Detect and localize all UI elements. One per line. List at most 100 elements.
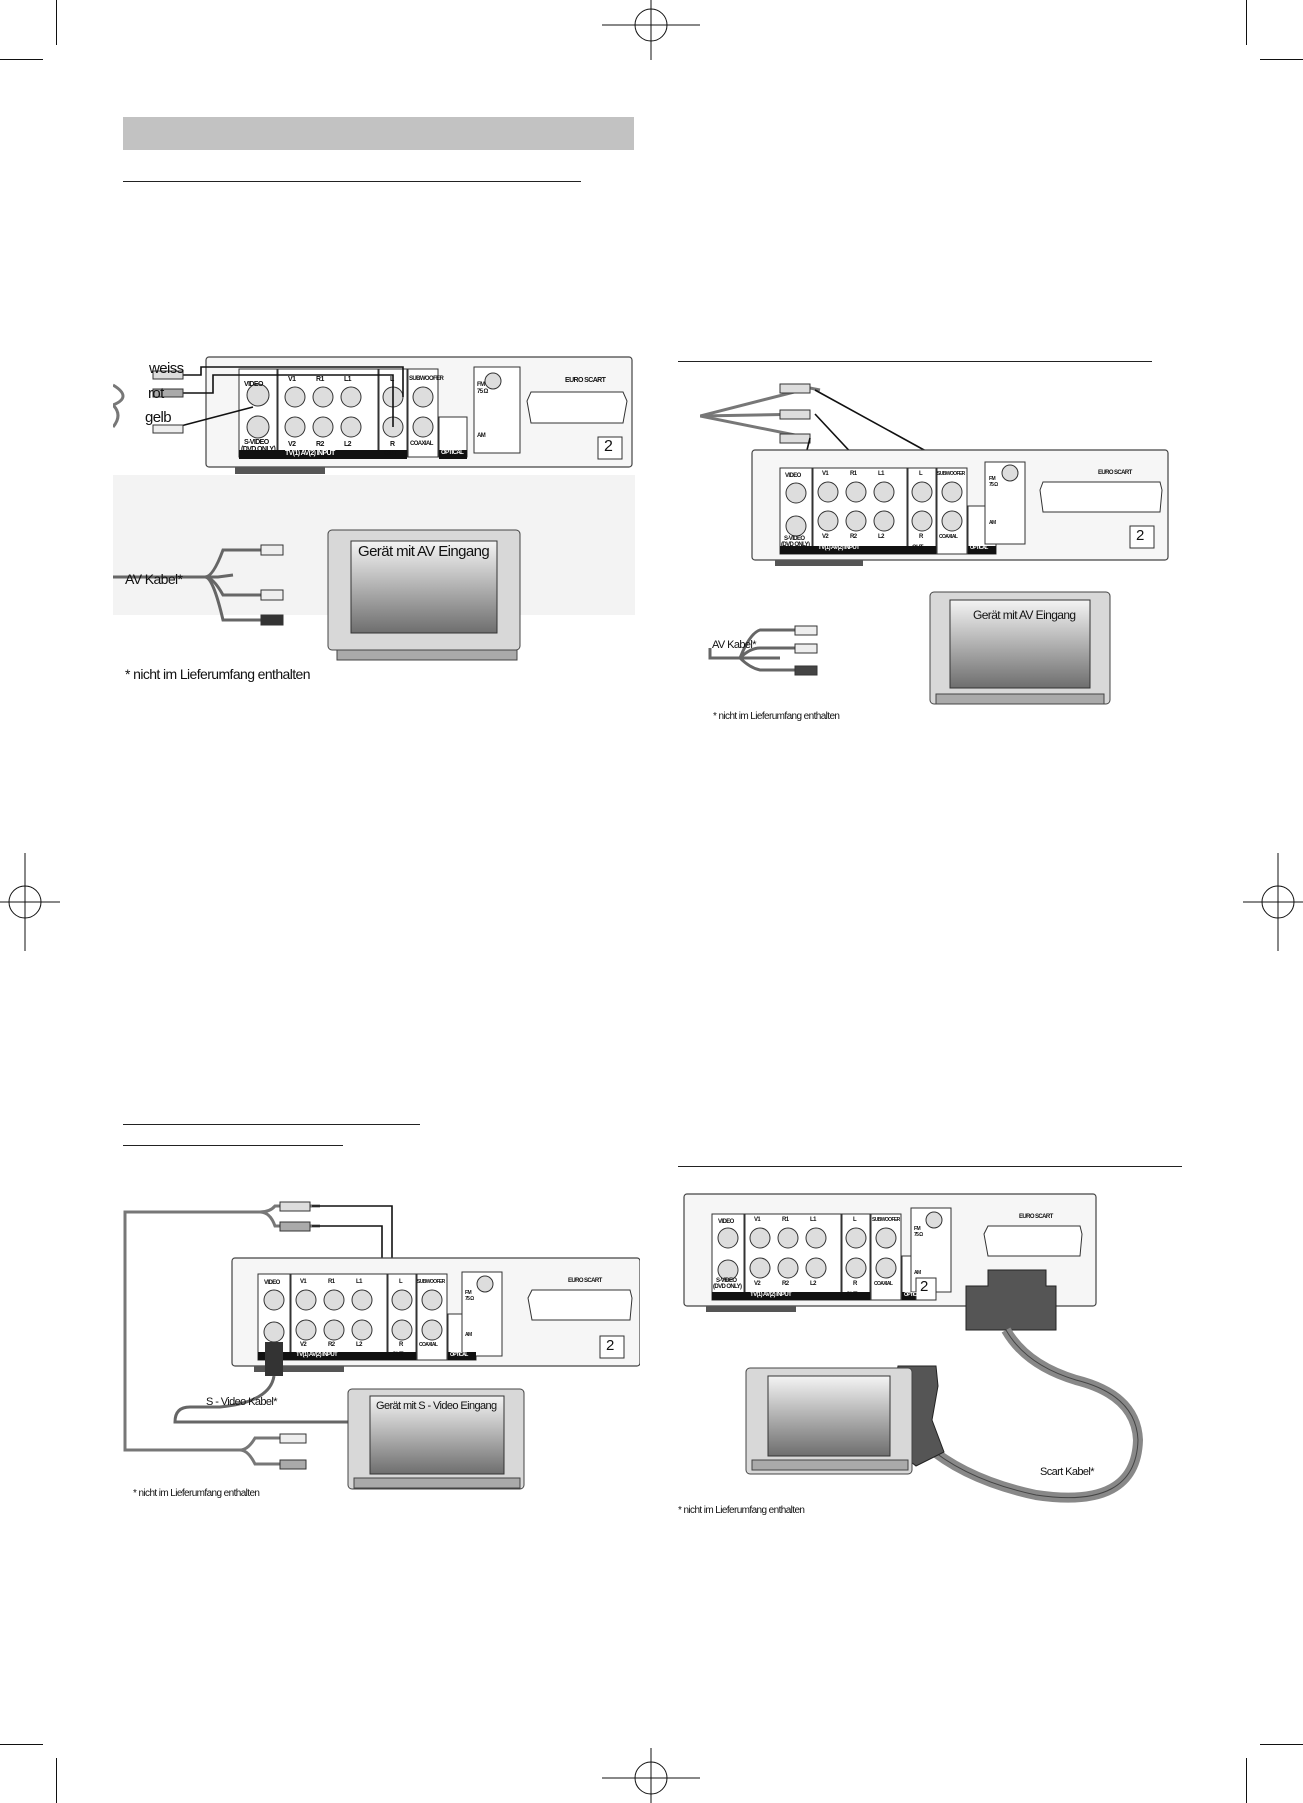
panel-label-svideo: S-VIDEO xyxy=(244,439,269,446)
panel-label-coaxial: COAXIAL xyxy=(419,1342,438,1348)
panel-label-am: AM xyxy=(477,433,486,439)
section-rule-2 xyxy=(678,361,1152,362)
panel-label-ohm: 75 Ω xyxy=(477,389,488,395)
panel-label-euro-scart: EURO SCART xyxy=(565,377,606,384)
panel-label-r1: R1 xyxy=(850,471,857,477)
panel-label-input: TV(1) AV(2) INPUT xyxy=(750,1292,792,1298)
panel-label-out: OUT xyxy=(384,450,398,457)
registration-mark-right xyxy=(1243,853,1303,951)
section-rule-3b xyxy=(123,1145,343,1146)
panel-label-out: OUT xyxy=(392,1352,403,1358)
panel-label-l: L xyxy=(919,471,923,477)
panel-label-r: R xyxy=(853,1281,857,1287)
panel-label-svideo-note: (DVD ONLY) xyxy=(713,1284,742,1290)
panel-label-l: L xyxy=(853,1217,857,1223)
crop-mark-bottom-right-v xyxy=(1246,1758,1247,1803)
panel-label-fm: FM xyxy=(477,382,485,388)
av-cable-label: AV Kabel* xyxy=(125,571,183,587)
region-code-icon: 2 xyxy=(604,438,613,455)
diagram-scart-connection: Scart Kabel* * nicht im Lieferumfang ent… xyxy=(676,1190,1196,1525)
panel-label-svideo: S-VIDEO xyxy=(784,536,805,542)
panel-label-input: TV(1) AV(2) INPUT xyxy=(296,1352,338,1358)
panel-label-subwoofer: SUBWOOFER xyxy=(409,376,444,382)
panel-label-v1: V1 xyxy=(822,471,829,477)
diagram-av-connection-1: weiss rot gelb AV Kabel* Gerät mit AV Ei… xyxy=(110,345,635,685)
panel-label-l: L xyxy=(390,376,394,383)
crop-mark-top-left-h xyxy=(0,59,43,60)
panel-label-l1: L1 xyxy=(878,471,884,477)
panel-label-subwoofer: SUBWOOFER xyxy=(417,1279,445,1285)
panel-label-input: TV(1) AV(2) INPUT xyxy=(285,450,335,457)
panel-label-r: R xyxy=(390,441,395,448)
registration-mark-left xyxy=(0,853,60,951)
diagram-av-connection-2: AV Kabel* Gerät mit AV Eingang * nicht i… xyxy=(699,378,1170,728)
panel-label-euro-scart: EURO SCART xyxy=(568,1278,602,1284)
panel-label-input: TV(1) AV(2) INPUT xyxy=(818,545,860,551)
panel-label-l: L xyxy=(399,1279,403,1285)
registration-mark-top xyxy=(602,0,700,60)
panel-label-am: AM xyxy=(465,1332,472,1338)
panel-label-video: VIDEO xyxy=(264,1280,280,1286)
panel-label-ohm: 75 Ω xyxy=(914,1232,923,1238)
cable-color-label-yellow: gelb xyxy=(145,409,172,426)
panel-label-v2: V2 xyxy=(754,1281,761,1287)
diagram-1-graphics xyxy=(110,356,635,661)
section-header-bar xyxy=(123,117,634,150)
section-rule-1 xyxy=(123,181,581,182)
region-code-icon: 2 xyxy=(1136,527,1144,544)
panel-label-r1: R1 xyxy=(316,376,324,383)
panel-label-v2: V2 xyxy=(822,534,829,540)
panel-label-l2: L2 xyxy=(810,1281,816,1287)
panel-label-fm: FM xyxy=(989,476,996,482)
panel-label-coaxial: COAXIAL xyxy=(874,1281,893,1287)
panel-label-am: AM xyxy=(914,1270,921,1276)
crop-mark-top-right-v xyxy=(1246,0,1247,45)
panel-label-r1: R1 xyxy=(782,1217,789,1223)
svideo-cable-label: S - Video Kabel* xyxy=(206,1396,278,1408)
panel-label-r2: R2 xyxy=(328,1342,335,1348)
region-code-icon: 2 xyxy=(606,1337,614,1354)
section-rule-3a xyxy=(123,1124,420,1125)
panel-label-l2: L2 xyxy=(878,534,884,540)
panel-label-l2: L2 xyxy=(344,441,352,448)
panel-label-v1: V1 xyxy=(288,376,296,383)
panel-label-v1: V1 xyxy=(754,1217,761,1223)
panel-label-r: R xyxy=(919,534,923,540)
panel-label-am: AM xyxy=(989,520,996,526)
cable-color-label-white: weiss xyxy=(149,360,184,377)
panel-label-l1: L1 xyxy=(356,1279,362,1285)
crop-mark-top-left-v xyxy=(56,0,57,45)
footnote: * nicht im Lieferumfang enthalten xyxy=(133,1488,260,1499)
panel-label-v2: V2 xyxy=(288,441,296,448)
panel-label-fm: FM xyxy=(465,1290,472,1296)
diagram-svideo-connection: S - Video Kabel* Gerät mit S - Video Ein… xyxy=(120,1192,641,1507)
panel-label-optical: OPTICAL xyxy=(450,1352,468,1358)
panel-label-optical: OPTICAL xyxy=(441,450,464,456)
panel-label-video: VIDEO xyxy=(785,473,801,479)
diagram-2-graphics xyxy=(699,383,1169,705)
panel-label-euro-scart: EURO SCART xyxy=(1019,1214,1053,1220)
panel-label-ohm: 75 Ω xyxy=(989,482,998,488)
panel-label-r2: R2 xyxy=(782,1281,789,1287)
panel-label-v1: V1 xyxy=(300,1279,307,1285)
region-code-icon: 2 xyxy=(920,1278,928,1295)
panel-label-l2: L2 xyxy=(356,1342,362,1348)
panel-label-r2: R2 xyxy=(850,534,857,540)
panel-label-subwoofer: SUBWOOFER xyxy=(937,471,965,477)
crop-mark-top-right-h xyxy=(1260,59,1303,60)
cable-color-label-red: rot xyxy=(148,385,164,402)
panel-label-svideo-note: (DVD ONLY) xyxy=(781,542,810,548)
panel-label-euro-scart: EURO SCART xyxy=(1098,470,1132,476)
panel-label-coaxial: COAXIAL xyxy=(939,534,958,540)
panel-label-l1: L1 xyxy=(810,1217,816,1223)
footnote: * nicht im Lieferumfang enthalten xyxy=(678,1505,805,1516)
crop-mark-bottom-right-h xyxy=(1260,1744,1303,1745)
panel-label-subwoofer: SUBWOOFER xyxy=(872,1217,900,1223)
tv-screen-label: Gerät mit AV Eingang xyxy=(358,543,490,560)
panel-label-video: VIDEO xyxy=(244,381,263,388)
tv-screen-label: Gerät mit AV Eingang xyxy=(973,608,1076,622)
tv-screen-label: Gerät mit S - Video Eingang xyxy=(376,1400,497,1412)
diagram-3-graphics xyxy=(123,1201,641,1490)
panel-label-optical: OPTICAL xyxy=(904,1292,922,1298)
diagram-4-graphics xyxy=(683,1193,1144,1503)
